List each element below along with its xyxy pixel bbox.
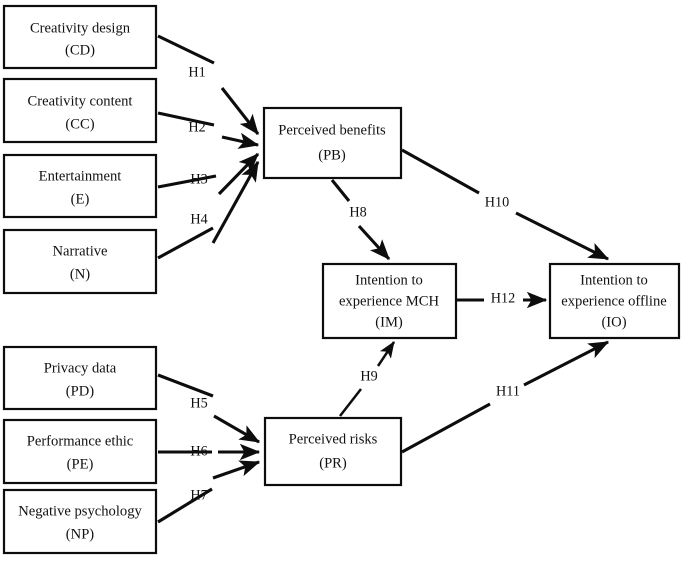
node-pr-line2: (PR) (319, 455, 347, 471)
hypothesis-label-h8: H8 (349, 204, 366, 220)
node-cd-line1: Creativity design (30, 20, 131, 36)
node-np-line1: Negative psychology (18, 503, 142, 519)
node-e[interactable]: Entertainment (E) (2, 153, 158, 219)
node-cc-line1: Creativity content (28, 93, 133, 109)
node-n-line1: Narrative (52, 243, 107, 259)
path-h5 (157, 373, 261, 444)
hypothesis-label-h11: H11 (496, 383, 520, 399)
node-pd-line2: (PD) (66, 383, 95, 399)
hypothesis-label-h12: H12 (491, 290, 515, 306)
node-im-line2: experience MCH (339, 293, 440, 309)
node-im[interactable]: Intention to experience MCH (IM) (321, 262, 458, 340)
node-np-line2: (NP) (66, 526, 95, 542)
node-group: Creativity design (CD) Creativity conten… (2, 4, 681, 555)
path-h7 (157, 460, 261, 524)
hypothesis-label-h1: H1 (188, 64, 205, 80)
hypothesis-label-h10: H10 (485, 194, 509, 210)
node-pe-line2: (PE) (67, 456, 94, 472)
node-pd-line1: Privacy data (44, 360, 117, 376)
node-e-line1: Entertainment (39, 168, 122, 184)
hypothesis-label-h6: H6 (190, 443, 207, 459)
node-pe[interactable]: Performance ethic (PE) (2, 418, 158, 485)
node-pb-line1: Perceived benefits (278, 122, 386, 138)
node-pd[interactable]: Privacy data (PD) (2, 345, 158, 411)
hypothesis-label-h5: H5 (190, 395, 207, 411)
hypothesis-label-h4: H4 (190, 211, 207, 227)
path-h11 (401, 340, 610, 454)
node-cc-line2: (CC) (65, 116, 94, 132)
node-pr-line1: Perceived risks (289, 431, 378, 447)
node-io-line3: (IO) (601, 314, 626, 330)
path-h4 (157, 160, 260, 260)
node-cd[interactable]: Creativity design (CD) (2, 4, 158, 70)
node-io-line1: Intention to (580, 272, 648, 288)
path-h10 (401, 148, 610, 261)
path-h3 (157, 152, 260, 196)
path-h8 (330, 179, 391, 261)
path-h2 (157, 111, 260, 149)
node-io-line2: experience offline (561, 293, 666, 309)
node-np[interactable]: Negative psychology (NP) (2, 488, 158, 555)
node-im-line1: Intention to (355, 272, 423, 288)
node-n[interactable]: Narrative (N) (2, 228, 158, 295)
hypothesis-label-h7: H7 (190, 487, 207, 503)
node-e-line2: (E) (71, 191, 90, 207)
node-io[interactable]: Intention to experience offline (IO) (548, 262, 681, 340)
node-pb-line2: (PB) (318, 147, 346, 163)
node-cc[interactable]: Creativity content (CC) (2, 77, 158, 144)
hypothesis-label-group: H1 H2 H3 H4 H5 H6 H7 H8 H9 H10 H11 H12 (188, 64, 520, 503)
path-h9 (339, 341, 396, 417)
path-group (157, 34, 610, 524)
node-pr[interactable]: Perceived risks (PR) (263, 416, 403, 487)
hypothesis-label-h2: H2 (188, 119, 205, 135)
path-h1 (157, 34, 260, 135)
node-pb[interactable]: Perceived benefits (PB) (262, 106, 403, 180)
hypothesis-label-h3: H3 (190, 171, 207, 187)
node-n-line2: (N) (70, 266, 90, 282)
node-cd-line2: (CD) (65, 42, 95, 58)
node-im-line3: (IM) (375, 314, 403, 330)
node-pe-line1: Performance ethic (27, 433, 134, 449)
hypothesis-label-h9: H9 (360, 368, 377, 384)
